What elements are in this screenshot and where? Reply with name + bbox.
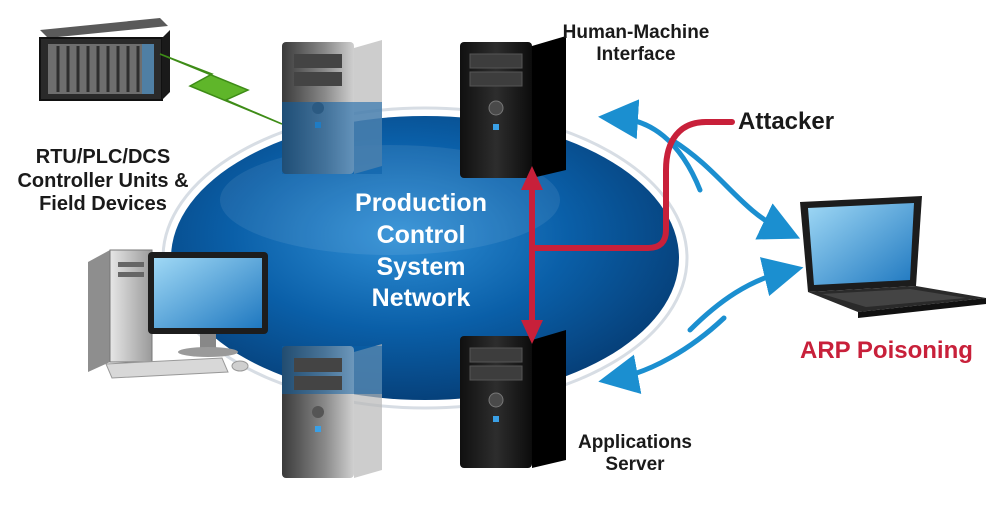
tower-server-icon xyxy=(282,40,382,174)
tower-server-icon xyxy=(460,330,566,468)
traffic-arrow-to-laptop-upper xyxy=(669,137,801,240)
traffic-arrow-to-app-server xyxy=(598,315,727,394)
attacker-label: Attacker xyxy=(738,108,835,135)
arp-poisoning-label: ARP Poisoning xyxy=(800,337,973,364)
traffic-arrow-to-hmi xyxy=(598,99,703,193)
tower-server-icon xyxy=(282,344,382,478)
label-line: Controller Units & xyxy=(17,169,189,192)
attack-arrow-down xyxy=(521,320,543,344)
attack-arrow-up xyxy=(521,166,543,190)
label-line: Control xyxy=(376,220,466,249)
tower-server-icon xyxy=(460,36,566,178)
traffic-arrows xyxy=(598,99,804,394)
app-server-label: Applications Server xyxy=(560,432,710,477)
label-line: Network xyxy=(371,284,471,313)
label-line: Human-Machine xyxy=(562,22,710,43)
attack-path xyxy=(529,119,735,329)
hmi-label: Human-Machine Interface xyxy=(546,22,726,67)
label-line: Applications xyxy=(577,432,692,453)
label-line: Server xyxy=(605,454,665,476)
field-devices-label: RTU/PLC/DCS Controller Units & Field Dev… xyxy=(8,146,198,217)
label-line: Interface xyxy=(596,44,676,66)
traffic-arrow-to-laptop-lower xyxy=(687,257,804,333)
rack-server-icon xyxy=(39,18,170,101)
label-line: System xyxy=(376,252,466,281)
network-label: Production Control System Network xyxy=(336,188,506,315)
desktop-computer-icon xyxy=(88,249,268,379)
label-line: Production xyxy=(355,189,487,217)
wireless-link-icon xyxy=(159,53,283,125)
laptop-icon xyxy=(800,196,986,318)
label-line: Field Devices xyxy=(39,193,167,216)
label-line: RTU/PLC/DCS xyxy=(35,146,171,168)
